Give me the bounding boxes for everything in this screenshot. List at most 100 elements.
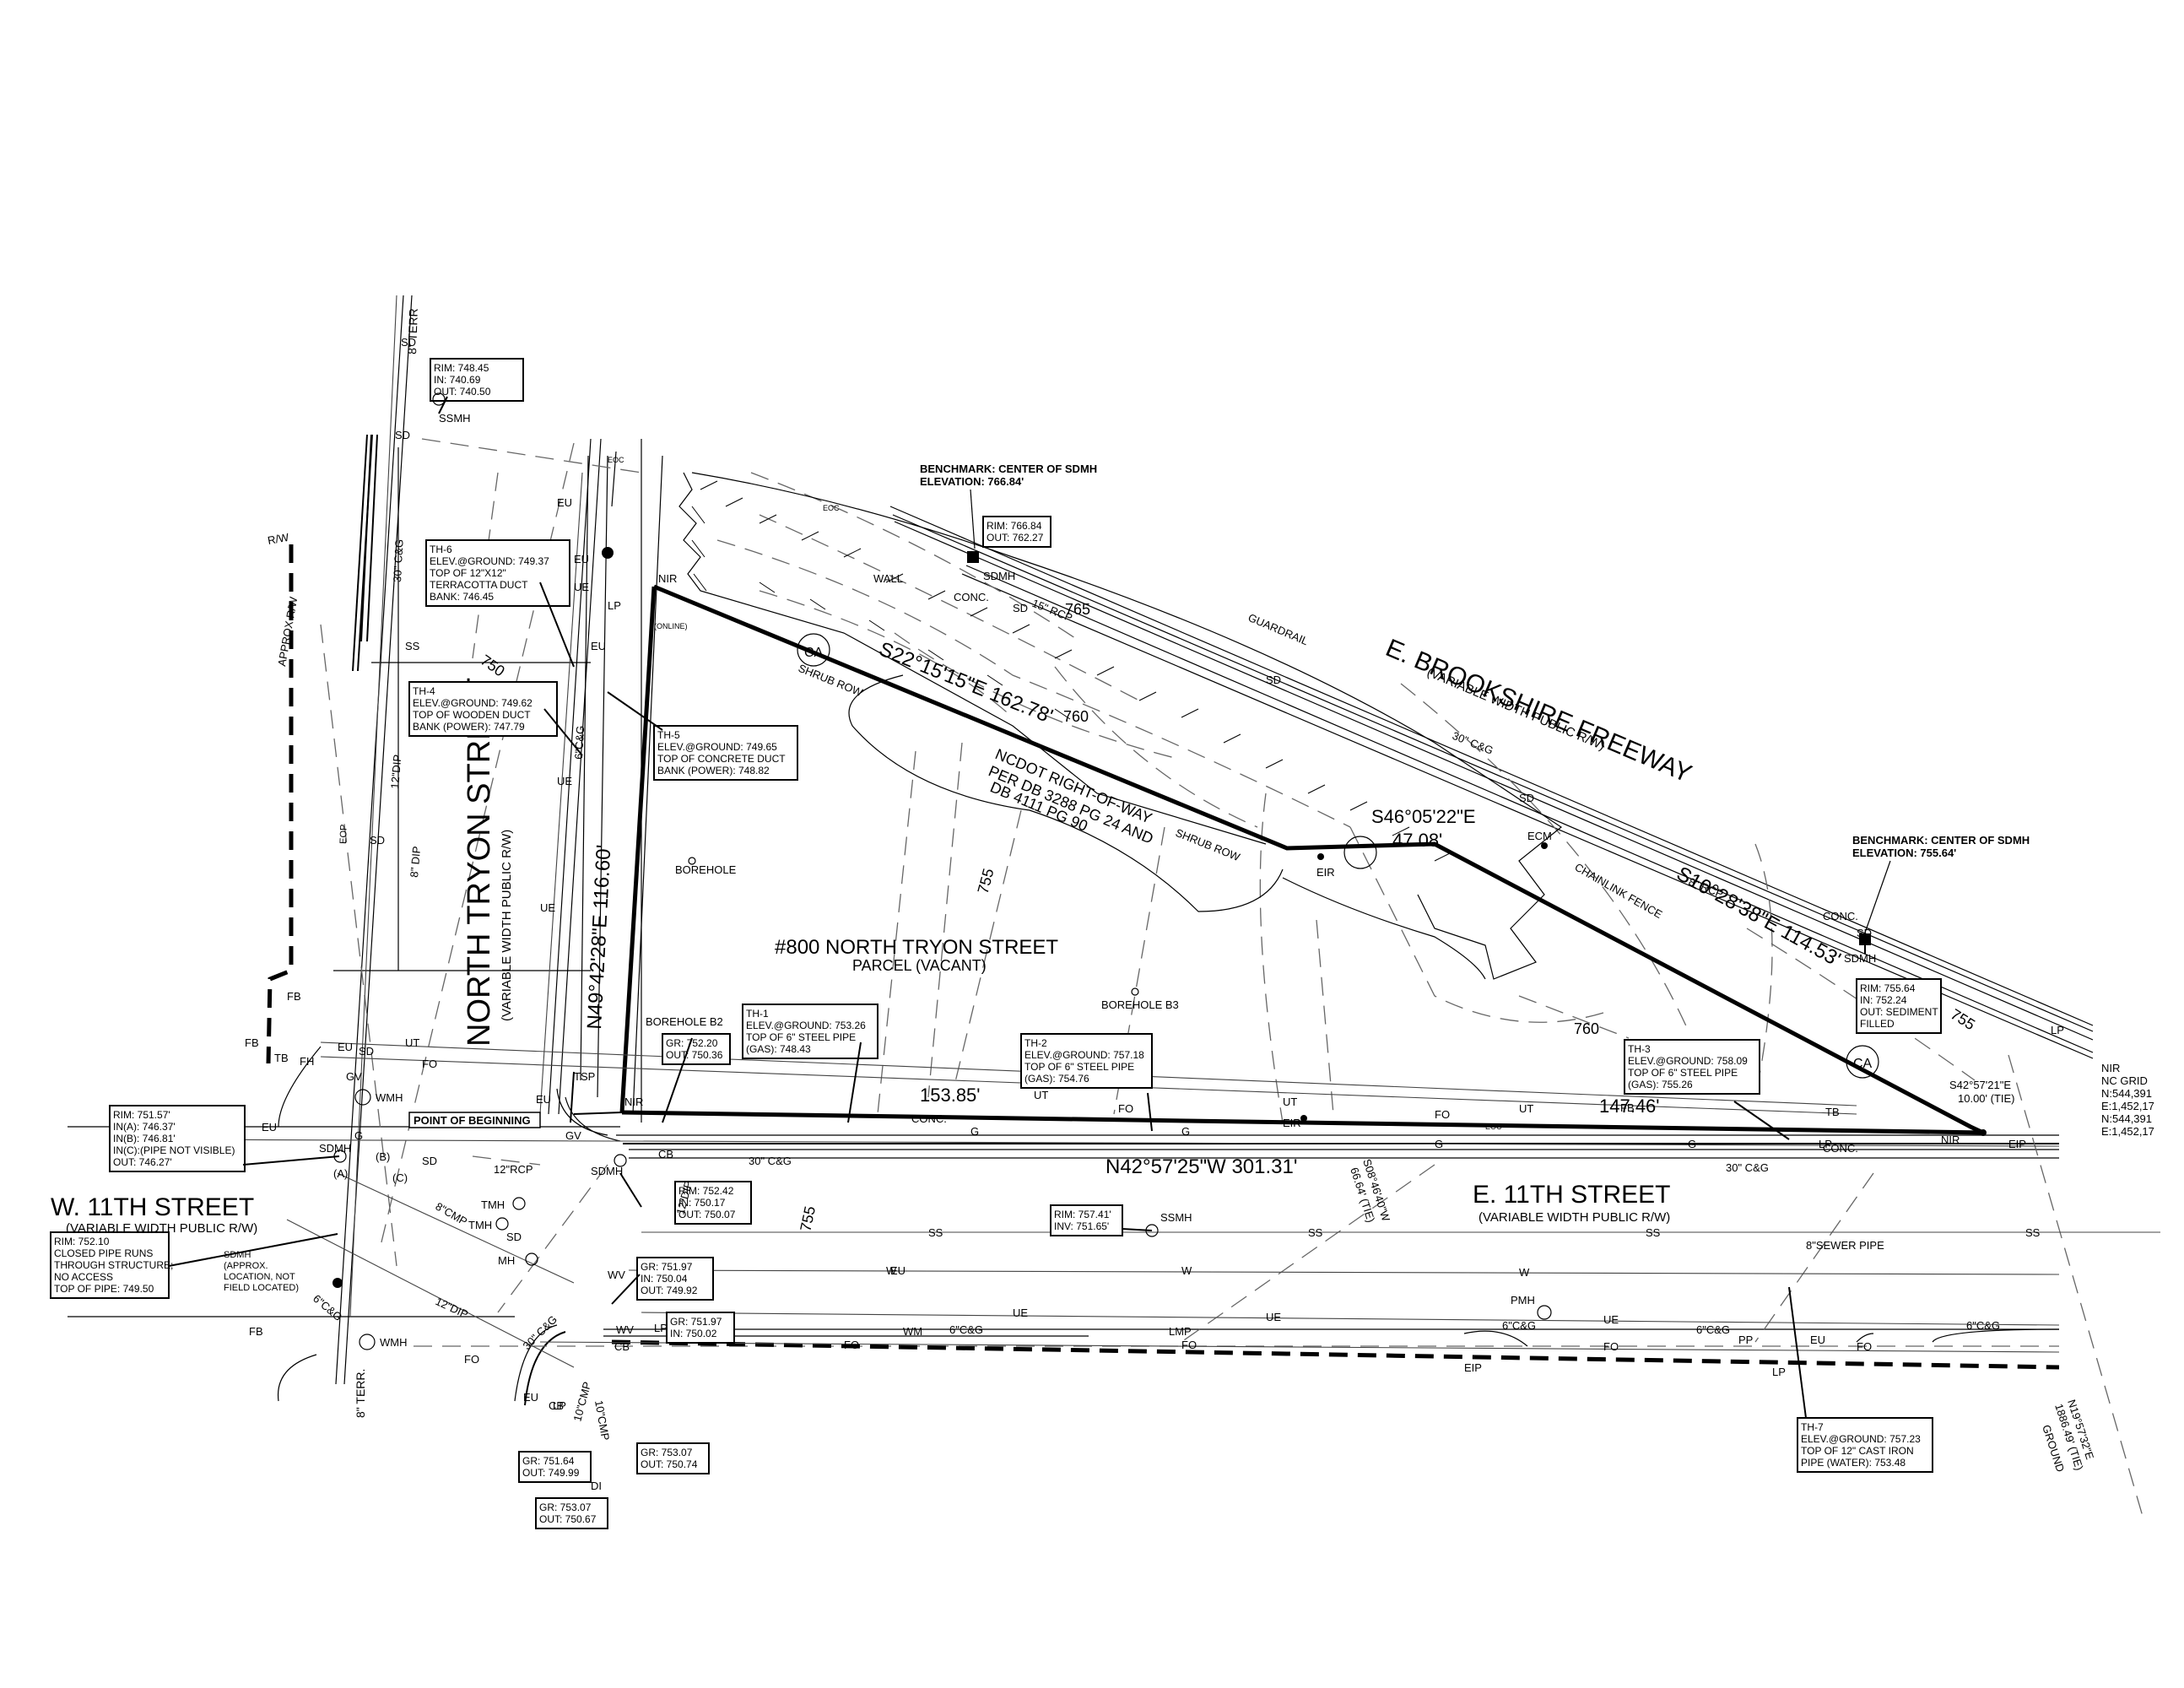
svg-text:SD: SD — [1266, 674, 1281, 686]
annotation-box: RIM: 751.57'IN(A): 746.37'IN(B): 746.81'… — [109, 1105, 246, 1172]
svg-text:750: 750 — [478, 652, 508, 680]
svg-text:30" C&G: 30" C&G — [1451, 729, 1495, 757]
svg-text:UE: UE — [1603, 1313, 1619, 1326]
annotation-box-frame — [408, 681, 558, 737]
annotation-box-line: IN: 752.24 — [1860, 994, 1907, 1006]
annotation-box-frame — [742, 1004, 878, 1059]
annotation-box-frame — [1050, 1204, 1123, 1236]
dist-153: 153.85' — [920, 1085, 981, 1106]
annotation-box: RIM: 757.41'INV: 751.65' — [1050, 1204, 1123, 1236]
svg-text:FO: FO — [1118, 1102, 1133, 1115]
svg-text:6"C&G: 6"C&G — [1696, 1323, 1730, 1336]
svg-text:NIR: NIR — [658, 572, 677, 585]
annotation-box-line: RIM: 755.64 — [1860, 982, 1916, 994]
svg-text:SDMH: SDMH — [591, 1165, 623, 1177]
svg-text:EU: EU — [536, 1093, 551, 1106]
annotation-box-line: OUT: 750.67 — [539, 1513, 597, 1525]
svg-text:TB: TB — [1825, 1106, 1840, 1118]
svg-text:BOREHOLE: BOREHOLE — [675, 863, 737, 876]
curve-ca-label: CA — [804, 646, 824, 660]
bearing-4: N49°42'28"E 116.60' — [583, 844, 615, 1030]
annotation-box-line: IN(B): 746.81' — [113, 1133, 176, 1144]
svg-text:SDMH: SDMH — [319, 1142, 351, 1155]
svg-text:EOC: EOC — [1485, 1123, 1502, 1131]
svg-text:UT: UT — [1034, 1089, 1048, 1101]
e11-name: E. 11TH STREET — [1473, 1181, 1671, 1209]
annotation-box-frame — [662, 1033, 731, 1065]
svg-text:UE: UE — [557, 775, 572, 787]
bearing-2-dist: 47.08' — [1392, 830, 1442, 851]
svg-text:SS: SS — [1308, 1226, 1323, 1239]
contours — [716, 539, 1351, 828]
svg-text:LP: LP — [1819, 1138, 1832, 1150]
parcel-title: #800 NORTH TRYON STREET — [775, 936, 1058, 959]
north-tryon-sub: (VARIABLE WIDTH PUBLIC R/W) — [500, 830, 514, 1021]
svg-text:8"CMP: 8"CMP — [434, 1200, 470, 1228]
svg-text:WALL: WALL — [873, 572, 903, 585]
svg-text:SD: SD — [1519, 792, 1534, 804]
north-tryon-name: NORTH TRYON STREET — [462, 678, 497, 1047]
svg-text:BENCHMARK: CENTER OF SDMH: BENCHMARK: CENTER OF SDMH — [920, 463, 1097, 475]
svg-text:6"C&G: 6"C&G — [572, 725, 587, 760]
svg-text:W: W — [1519, 1266, 1530, 1279]
dist-147: 147.46' — [1599, 1096, 1660, 1117]
annotation-box-line: TOP OF 12" CAST IRON — [1801, 1445, 1914, 1457]
svg-text:NIR: NIR — [624, 1096, 643, 1108]
svg-text:(B): (B) — [376, 1150, 390, 1163]
svg-text:ELEVATION: 755.64': ELEVATION: 755.64' — [1852, 847, 1956, 859]
annotation-box-line: OUT: SEDIMENT — [1860, 1006, 1938, 1018]
svg-text:UT: UT — [405, 1036, 419, 1049]
svg-text:SD: SD — [359, 1045, 374, 1058]
terr2-label: 8" TERR. — [354, 1369, 367, 1418]
svg-text:(ONLINE): (ONLINE) — [654, 622, 688, 630]
svg-text:SS: SS — [2025, 1226, 2041, 1239]
svg-text:10"CMP: 10"CMP — [570, 1381, 593, 1423]
svg-text:GUARDRAIL: GUARDRAIL — [1246, 611, 1311, 647]
svg-text:EU: EU — [557, 496, 572, 509]
annotation-box-line: TOP OF 6" STEEL PIPE — [1628, 1067, 1738, 1079]
svg-text:6"C&G: 6"C&G — [311, 1292, 344, 1323]
svg-text:UE: UE — [1266, 1311, 1281, 1323]
annotation-box-line: TH-2 — [1024, 1037, 1047, 1049]
annotation-box-line: RIM: 757.41' — [1054, 1209, 1111, 1220]
svg-text:DI: DI — [591, 1480, 602, 1492]
svg-text:SD: SD — [395, 429, 410, 441]
annotation-box-line: TH-1 — [746, 1008, 769, 1020]
svg-text:CHAINLINK FENCE: CHAINLINK FENCE — [1573, 861, 1665, 922]
wall — [360, 434, 378, 642]
svg-text:30" C&G: 30" C&G — [749, 1155, 792, 1167]
svg-text:WMH: WMH — [380, 1336, 408, 1349]
annotation-box-line: (GAS): 754.76 — [1024, 1073, 1089, 1085]
annotation-box-line: IN: 750.17 — [678, 1197, 726, 1209]
svg-text:FIELD LOCATED): FIELD LOCATED) — [224, 1283, 299, 1293]
svg-text:FB: FB — [245, 1036, 259, 1049]
annotation-box-line: ELEV.@GROUND: 757.18 — [1024, 1049, 1144, 1061]
annotation-box-line: (GAS): 748.43 — [746, 1043, 811, 1055]
svg-text:NIR: NIR — [1941, 1133, 1960, 1146]
svg-text:W: W — [886, 1264, 897, 1277]
svg-text:LP: LP — [654, 1322, 668, 1334]
svg-text:N:544,391: N:544,391 — [2101, 1112, 2152, 1125]
annotation-box-frame — [636, 1442, 710, 1474]
svg-text:(A): (A) — [333, 1167, 348, 1180]
annotation-box-line: IN: 750.04 — [641, 1273, 688, 1285]
svg-text:(APPROX.: (APPROX. — [224, 1261, 268, 1271]
svg-text:FO: FO — [1857, 1340, 1872, 1353]
annotation-box-line: TH-3 — [1628, 1043, 1651, 1055]
svg-text:WV: WV — [608, 1269, 625, 1281]
svg-text:SD: SD — [401, 336, 416, 349]
svg-text:EU: EU — [338, 1041, 353, 1053]
svg-text:E:1,452,17: E:1,452,17 — [2101, 1125, 2154, 1138]
annotation-box-line: RIM: 748.45 — [434, 362, 489, 374]
annotation-box-line: GR: 751.97 — [670, 1316, 722, 1328]
svg-text:PP: PP — [1738, 1334, 1753, 1346]
annotation-box-line: OUT: 740.50 — [434, 386, 491, 398]
svg-text:12"DIP: 12"DIP — [388, 754, 403, 789]
